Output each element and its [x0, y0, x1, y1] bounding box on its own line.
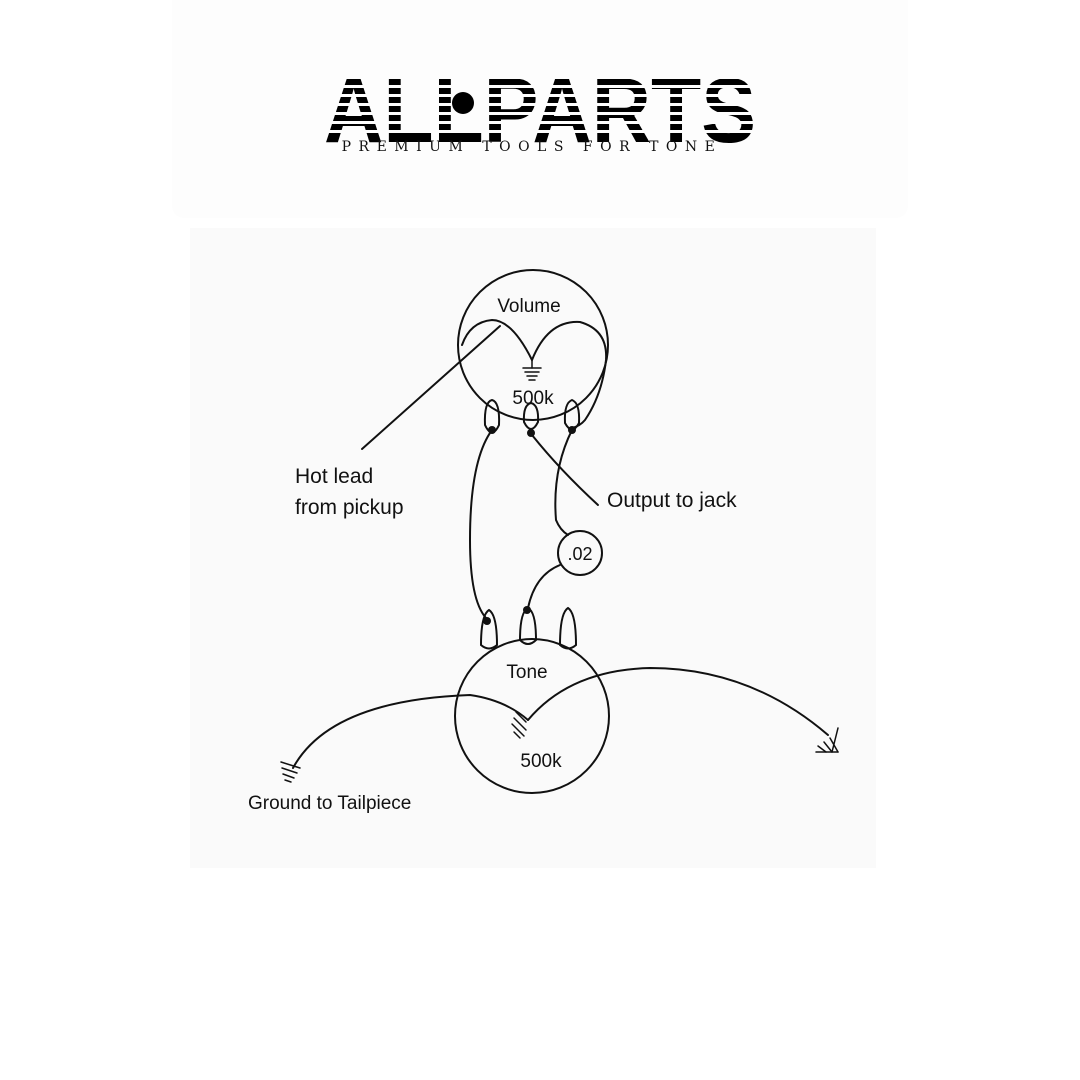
allparts-logo: ALLPARTS [324, 70, 756, 145]
volume-to-tone-wire [468, 429, 493, 619]
diagram-panel [190, 228, 876, 868]
hot-lead-label-line2: from pickup [295, 496, 404, 519]
output-label: Output to jack [607, 489, 737, 512]
capacitor [557, 530, 603, 576]
tone-pot [454, 638, 610, 794]
tailpiece-ground-symbol [280, 761, 301, 783]
output-wire [531, 434, 599, 506]
volume-value: 500k [512, 388, 554, 409]
ground-wire-left [292, 693, 529, 769]
ground-wire-right [527, 666, 829, 736]
tagline: PREMIUM TOOLS FOR TONE [341, 139, 723, 155]
tone-label: Tone [506, 662, 547, 683]
volume-pot [457, 269, 609, 421]
volume-label: Volume [497, 296, 560, 317]
hot-lead-wire [361, 325, 501, 450]
hot-lead-label-line1: Hot lead [295, 465, 373, 488]
ground-label: Ground to Tailpiece [248, 793, 411, 814]
tone-lugs [479, 606, 578, 650]
chassis-ground-symbol [815, 727, 839, 753]
volume-ground-symbol [522, 359, 542, 381]
tone-ground-symbol [511, 711, 527, 739]
logo-panel [172, 0, 908, 218]
tone-value: 500k [520, 751, 562, 772]
capacitor-value: .02 [567, 544, 592, 564]
